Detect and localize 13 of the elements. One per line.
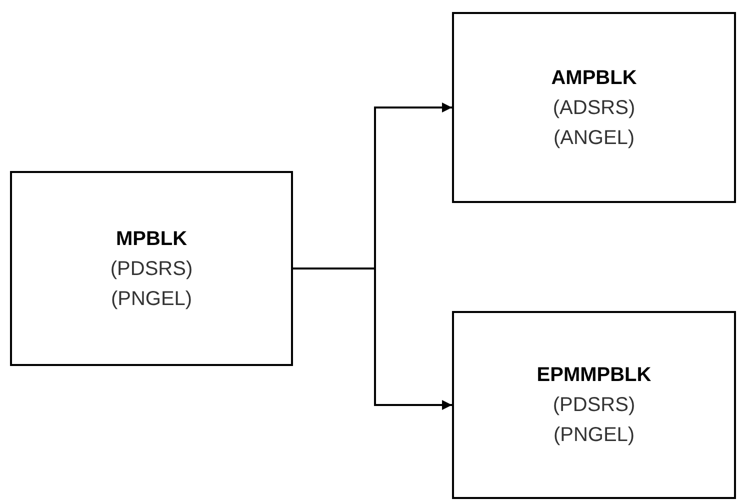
block-box — [452, 12, 736, 203]
block-name: MPBLK — [116, 226, 188, 250]
block-name: AMPBLK — [551, 66, 637, 90]
block-box — [452, 311, 736, 499]
block-detail: (ADSRS) — [552, 96, 636, 120]
connector-arrow — [293, 268, 452, 410]
block-detail: (PDSRS) — [552, 393, 636, 417]
block-detail: (PNGEL) — [553, 423, 635, 447]
block-name: EPMMPBLK — [536, 363, 652, 387]
block-detail: (ANGEL) — [553, 126, 635, 150]
block-detail: (PDSRS) — [110, 256, 193, 280]
block-detail: (PNGEL) — [110, 286, 192, 310]
block-box — [10, 171, 293, 366]
